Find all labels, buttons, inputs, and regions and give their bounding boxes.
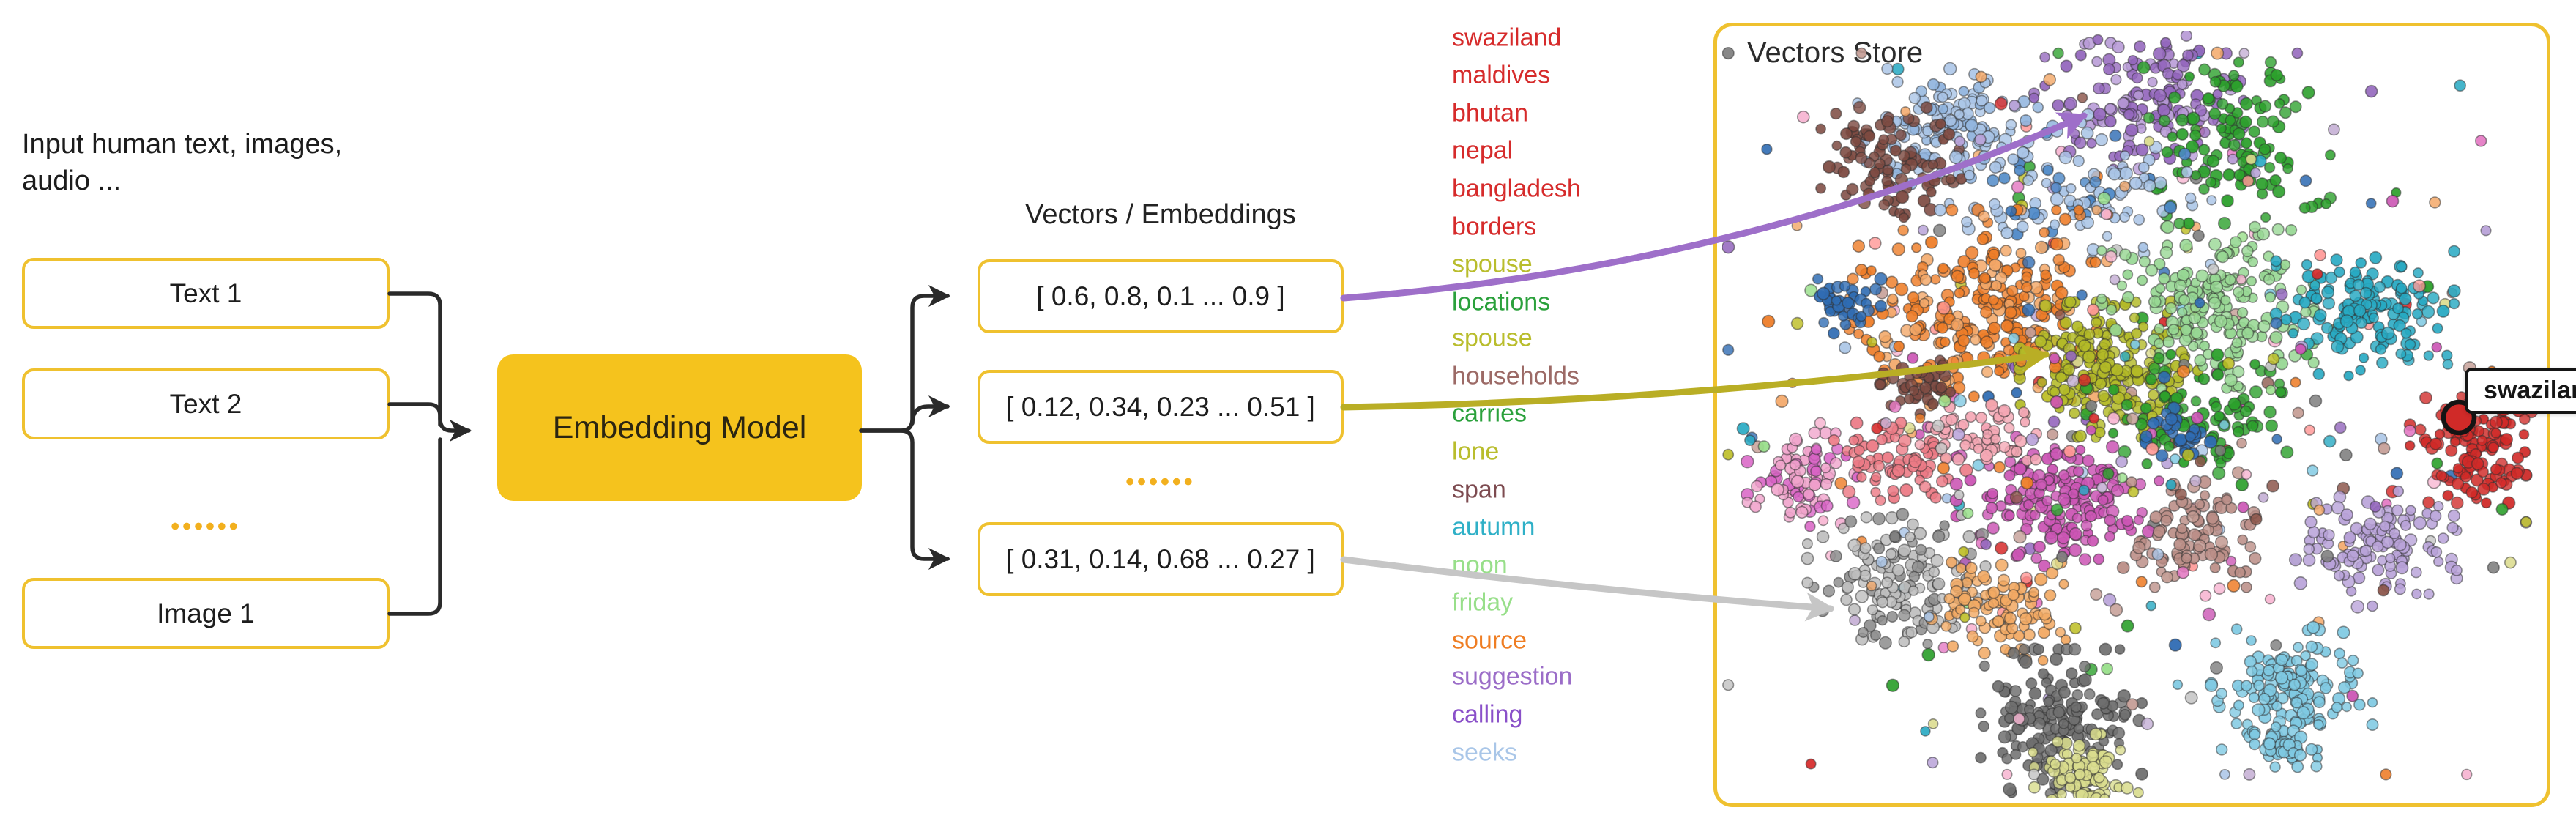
input-box: Text 1 [22,258,390,329]
word-item: bhutan [1452,99,1528,127]
word-item: friday [1452,588,1514,617]
input-caption: Input human text, images, audio ... [22,129,343,197]
word-item: calling [1452,700,1523,729]
word-item: households [1452,362,1579,390]
vector-to-cluster-arrows [1340,112,2088,622]
word-item: spouse [1452,324,1533,352]
dots-row: •••••• [171,512,241,541]
dots-row: •••••• [1125,467,1196,496]
word-item: nepal [1452,136,1514,165]
vector-box: [ 0.31, 0.14, 0.68 ... 0.27 ] [978,522,1344,596]
word-item: source [1452,626,1527,655]
black-connector-arrows [387,285,950,616]
vector-box: [ 0.12, 0.34, 0.23 ... 0.51 ] [978,370,1344,444]
word-item: suggestion [1452,662,1573,691]
word-item: seeks [1452,738,1517,767]
word-item: borders [1452,212,1537,241]
word-item: bangladesh [1452,174,1581,203]
embedding-model-box: Embedding Model [497,354,862,501]
vector-3-to-gray-cluster [1340,556,1835,622]
vectors-title: Vectors / Embeddings [1025,199,1296,230]
input-box: Image 1 [22,578,390,649]
vector-2-to-olive-cluster [1340,343,2050,411]
word-item: autumn [1452,513,1535,541]
word-item: spouse [1452,250,1533,278]
embedding-model-label: Embedding Model [552,409,807,445]
word-item: swaziland [1452,23,1562,52]
word-item: lone [1452,437,1500,466]
point-tooltip: swaziland [2465,368,2576,414]
word-item: maldives [1452,61,1551,89]
word-item: locations [1452,288,1551,316]
tsne-scatter-points[interactable] [1722,18,2538,820]
word-item: span [1452,475,1506,504]
vector-box: [ 0.6, 0.8, 0.1 ... 0.9 ] [978,259,1344,333]
vectors-store-title: Vectors Store [1747,37,1924,69]
vector-1-to-purple-cluster [1340,112,2088,302]
